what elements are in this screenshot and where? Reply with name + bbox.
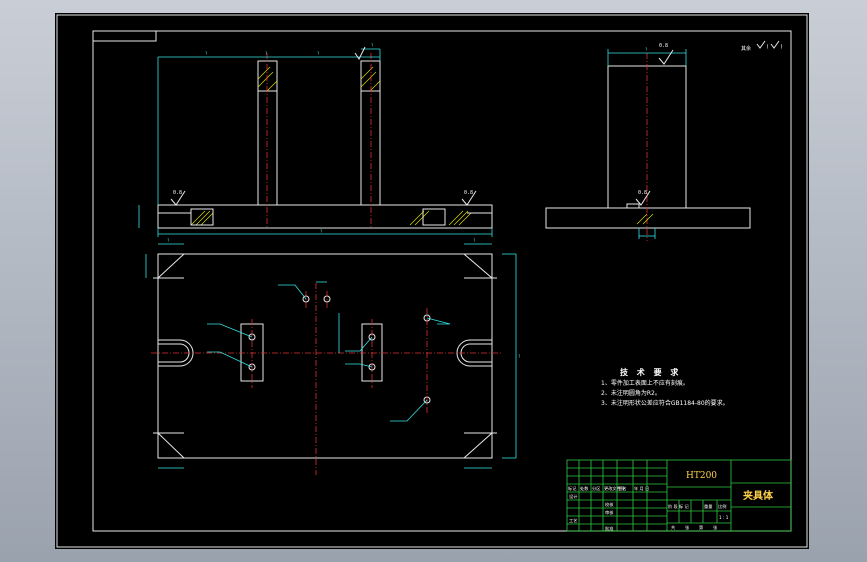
outer-frame — [56, 14, 808, 548]
svg-text:(: ( — [766, 44, 769, 50]
tb-sheet: 第 — [699, 524, 703, 531]
roughness-symbol: 0.8 — [635, 190, 651, 206]
tb-weight-header: 阶 段 标 记 — [668, 503, 690, 510]
dim-label: ? — [205, 51, 208, 56]
svg-text:): ) — [780, 44, 783, 50]
top-left-code-box — [92, 30, 157, 42]
tb-sheet: 共 — [671, 524, 675, 531]
tb-row-label: 校核 — [605, 501, 614, 508]
tb-weight-header: 比例 — [718, 503, 726, 510]
svg-text:0.8: 0.8 — [464, 190, 473, 196]
dim-label: ? — [320, 229, 323, 234]
dim-label: ? — [518, 354, 521, 359]
tb-row-label: 审核 — [605, 509, 614, 516]
scale-value: 1 : 1 — [719, 515, 729, 520]
tb-weight-header: 重量 — [704, 503, 712, 510]
tech-requirements: 技 术 要 求 1、零件加工表面上不应有刻痕。 2、未注明圆角为R2。 3、未注… — [601, 367, 729, 407]
rest-roughness-note: 其余 ( ) — [741, 40, 783, 52]
tb-header: 分区 — [592, 485, 600, 492]
dim-label: ? — [317, 51, 320, 56]
tech-req-title: 技 术 要 求 — [620, 367, 681, 377]
tech-req-item: 2、未注明圆角为R2。 — [601, 389, 661, 397]
cad-drawing: ? ? ? ? ? 0.8 0.8 ? — [56, 14, 808, 548]
roughness-symbol: 0.8 — [658, 43, 674, 65]
front-view: ? ? ? ? ? 0.8 0.8 — [138, 43, 493, 237]
plan-view: ? ? ? — [145, 238, 521, 475]
side-view: ? 0.8 0.8 其余 ( ) — [545, 40, 783, 241]
part-name: 夹具体 — [743, 489, 774, 502]
svg-text:0.8: 0.8 — [638, 190, 647, 196]
roughness-symbol — [354, 46, 366, 60]
tb-sheet: 张 — [685, 524, 690, 531]
tech-req-item: 1、零件加工表面上不应有刻痕。 — [601, 379, 689, 387]
tb-header: 标记 — [568, 485, 577, 492]
dim-label: ? — [265, 51, 268, 56]
dim-label: ? — [473, 238, 476, 243]
tb-sheet: 张 — [713, 524, 718, 531]
svg-text:0.8: 0.8 — [173, 190, 182, 196]
title-block: HT200 夹具体 标记 处数 分区 更改文件号 签名 年 月 日 设计 校核 … — [566, 459, 792, 532]
tb-header: 更改文件号 — [604, 485, 625, 492]
inner-frame — [92, 30, 792, 532]
tb-row-label: 批准 — [605, 525, 613, 532]
tb-header: 处数 — [580, 485, 589, 492]
tb-header: 年 月 日 — [634, 485, 649, 492]
material-label: HT200 — [686, 471, 717, 481]
roughness-symbol: 0.8 — [170, 190, 186, 206]
svg-text:其余: 其余 — [741, 45, 751, 52]
drawing-canvas: ? ? ? ? ? 0.8 0.8 ? — [55, 13, 809, 549]
svg-text:0.8: 0.8 — [659, 43, 668, 49]
tb-row-label: 设计 — [569, 493, 577, 500]
tb-row-label: 工艺 — [569, 518, 577, 523]
tb-header: 签名 — [618, 485, 626, 492]
dim-label: ? — [371, 43, 374, 48]
dim-label: ? — [167, 238, 170, 243]
tech-req-item: 3、未注明形状公差应符合GB1184-80的要求。 — [601, 399, 729, 407]
roughness-symbol: 0.8 — [461, 190, 477, 206]
dim-label: ? — [645, 47, 648, 52]
